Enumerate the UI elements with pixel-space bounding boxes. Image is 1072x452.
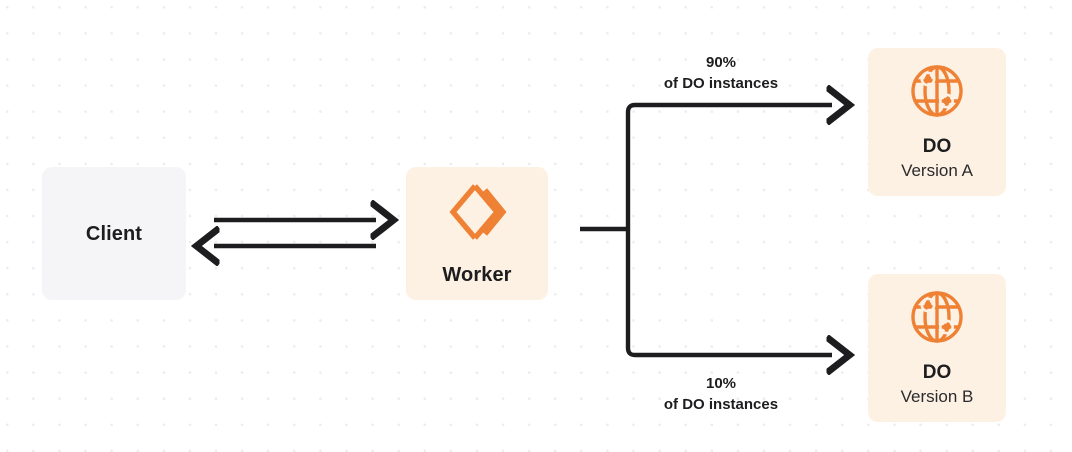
edge-label-do-b-text: of DO instances <box>663 396 779 414</box>
cloudflare-workers-icon <box>445 180 509 249</box>
node-client-label: Client <box>85 222 143 245</box>
node-client[interactable]: Client <box>42 167 186 300</box>
edge-worker-to-do-b <box>625 229 832 355</box>
node-worker-label: Worker <box>442 264 512 286</box>
node-worker[interactable]: Worker <box>406 167 548 300</box>
edge-label-do-b: 10% of DO instances <box>585 373 857 416</box>
node-do-b-sublabel: Version B <box>900 387 974 407</box>
node-do-a-label: DO <box>922 135 952 157</box>
node-do-b-label: DO <box>922 361 952 383</box>
edge-label-do-b-percent: 10% <box>705 375 737 392</box>
node-do-a-sublabel: Version A <box>901 161 973 181</box>
edge-label-do-a-percent: 90% <box>705 54 737 71</box>
globe-icon <box>908 288 966 351</box>
edge-worker-to-do-a <box>625 105 832 229</box>
node-do-version-a[interactable]: DO Version A <box>868 48 1006 196</box>
edge-label-do-a: 90% of DO instances <box>585 52 857 95</box>
edge-label-do-a-text: of DO instances <box>663 75 779 93</box>
globe-icon <box>908 62 966 125</box>
node-do-version-b[interactable]: DO Version B <box>868 274 1006 422</box>
